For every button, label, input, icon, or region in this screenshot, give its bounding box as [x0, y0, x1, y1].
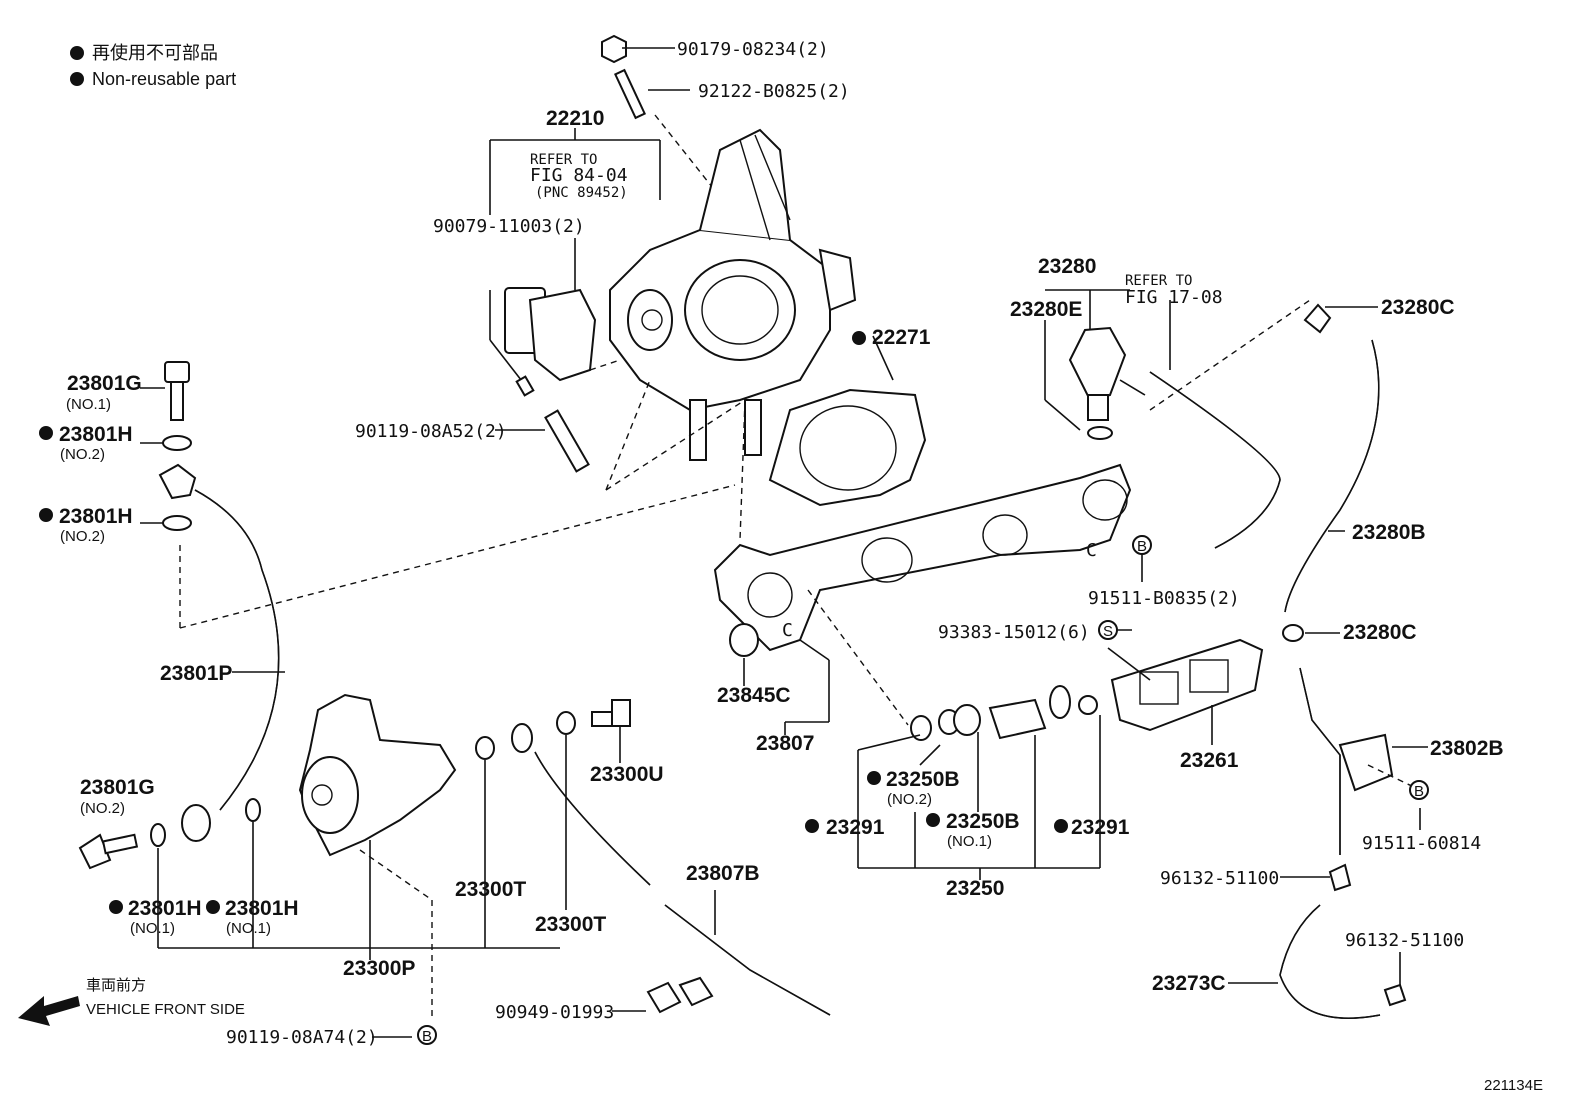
svg-text:B: B — [1137, 538, 1147, 555]
label-23300t-b: 23300T — [535, 913, 606, 936]
label-23802b: 23802B — [1430, 737, 1504, 760]
label-23801p: 23801P — [160, 662, 232, 685]
label-90949-01993: 90949-01993 — [495, 1002, 614, 1023]
b-marker-icon: B — [1132, 535, 1152, 555]
svg-text:B: B — [1414, 783, 1424, 800]
label-96132-b: 96132-51100 — [1345, 930, 1464, 951]
b-marker-icon: B — [417, 1025, 437, 1045]
label-23300p: 23300P — [343, 957, 415, 980]
direction-jp: 車両前方 — [86, 977, 146, 994]
s-marker-icon: S — [1098, 620, 1118, 640]
label-23280e: 23280E — [1010, 298, 1082, 321]
label-23280b: 23280B — [1352, 521, 1426, 544]
label-23300t-a: 23300T — [455, 878, 526, 901]
non-reusable-markers — [39, 331, 1068, 914]
label-23845c: 23845C — [717, 684, 791, 707]
front-arrow-icon — [18, 996, 80, 1026]
label-23280: 23280 — [1038, 255, 1096, 278]
label-23250: 23250 — [946, 877, 1004, 900]
legend-en: Non-reusable part — [92, 69, 236, 89]
label-23261: 23261 — [1180, 749, 1239, 772]
ref-note-17-line1: REFER TO — [1125, 273, 1192, 289]
label-no1-b: (NO.1) — [947, 833, 992, 850]
label-no1-d: (NO.1) — [226, 920, 271, 937]
label-23280c-mid: 23280C — [1343, 621, 1417, 644]
label-90119-08a52: 90119-08A52(2) — [355, 421, 507, 442]
b-marker-icon: B — [1409, 780, 1429, 800]
label-no2-a: (NO.2) — [60, 446, 105, 463]
label-93383-15012: 93383-15012(6) — [938, 622, 1090, 643]
label-no2-c: (NO.2) — [80, 800, 125, 817]
ref-note-17-line2: FIG 17-08 — [1125, 287, 1223, 308]
label-23801h-d: 23801H — [225, 897, 299, 920]
label-23291-b: 23291 — [1071, 816, 1130, 839]
direction-note: 車両前方 VEHICLE FRONT SIDE — [86, 977, 245, 1018]
label-92122-b0825: 92122-B0825(2) — [698, 81, 850, 102]
legend-jp: 再使用不可部品 — [92, 43, 218, 63]
figure-id: 221134E — [1484, 1077, 1543, 1094]
label-no1-a: (NO.1) — [66, 396, 111, 413]
label-90179-08234: 90179-08234(2) — [677, 39, 829, 60]
label-22271: 22271 — [872, 326, 931, 349]
label-91511-b0835: 91511-B0835(2) — [1088, 588, 1240, 609]
label-23801h-b: 23801H — [59, 505, 133, 528]
label-22210: 22210 — [546, 107, 604, 130]
label-90079-11003: 90079-11003(2) — [433, 216, 585, 237]
label-23280c-top: 23280C — [1381, 296, 1455, 319]
label-23801g-top: 23801G — [67, 372, 142, 395]
legend: 再使用不可部品 Non-reusable part — [70, 43, 236, 89]
label-91511-60814: 91511-60814 — [1362, 833, 1481, 854]
ref-note-84-line1: REFER TO — [530, 152, 597, 168]
label-23807: 23807 — [756, 732, 814, 755]
reference-notes: REFER TO FIG 84-04 (PNC 89452) REFER TO … — [530, 152, 1223, 308]
label-no2-b: (NO.2) — [60, 528, 105, 545]
label-no1-c: (NO.1) — [130, 920, 175, 937]
label-23801h-c: 23801H — [128, 897, 202, 920]
svg-text:C: C — [1086, 540, 1097, 561]
label-23273c: 23273C — [1152, 972, 1226, 995]
svg-text:B: B — [422, 1028, 432, 1045]
non-reusable-dot-icon — [70, 72, 84, 86]
label-23250b-a: 23250B — [886, 768, 960, 791]
label-90119-08a74: 90119-08A74(2) — [226, 1027, 378, 1048]
c-marker-icon: C — [782, 620, 793, 641]
direction-en: VEHICLE FRONT SIDE — [86, 1001, 245, 1018]
label-23291-a: 23291 — [826, 816, 885, 839]
c-marker-icon: C — [1086, 540, 1097, 561]
ref-note-84-line2: FIG 84-04 — [530, 165, 628, 186]
ref-note-84-line3: (PNC 89452) — [535, 185, 628, 201]
label-96132-a: 96132-51100 — [1160, 868, 1279, 889]
label-no2-d: (NO.2) — [887, 791, 932, 808]
label-23801g-bot: 23801G — [80, 776, 155, 799]
svg-text:S: S — [1103, 623, 1113, 640]
non-reusable-dot-icon — [70, 46, 84, 60]
svg-text:C: C — [782, 620, 793, 641]
label-23250b-b: 23250B — [946, 810, 1020, 833]
part-labels: 90179-08234(2) 92122-B0825(2) 22210 9007… — [59, 39, 1504, 1048]
label-23807b: 23807B — [686, 862, 760, 885]
label-23801h-a: 23801H — [59, 423, 133, 446]
symbol-markers: B C C S B B — [417, 535, 1429, 1045]
part-drawings — [18, 34, 1428, 1038]
label-23300u: 23300U — [590, 763, 664, 786]
